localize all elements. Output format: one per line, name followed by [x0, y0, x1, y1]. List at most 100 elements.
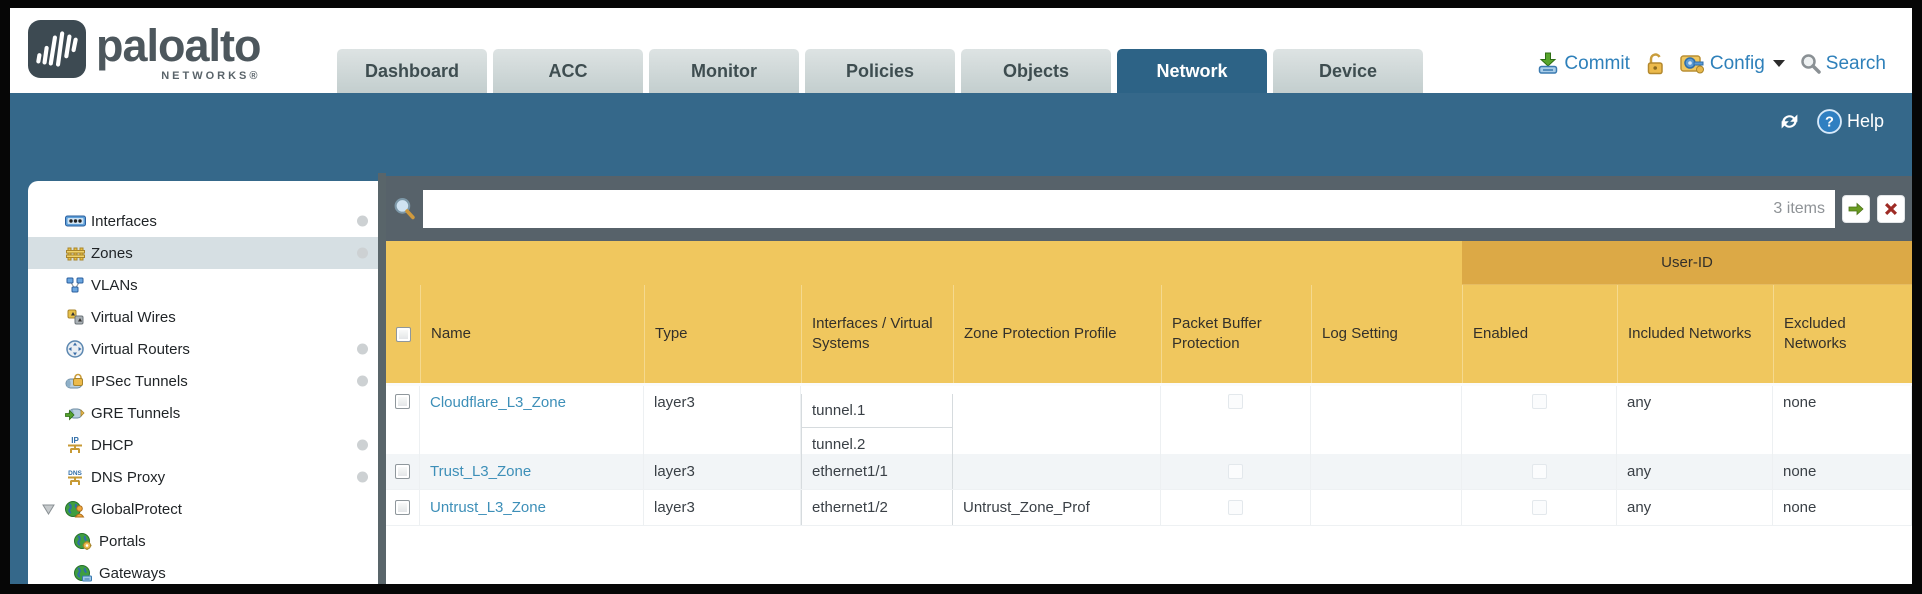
- table-header-row: Name Type Interfaces / Virtual Systems Z…: [386, 285, 1912, 386]
- vlans-icon: [64, 277, 86, 293]
- table-group-header: User-ID: [386, 241, 1912, 285]
- sidebar-item-label: Portals: [99, 532, 146, 550]
- column-header-name[interactable]: Name: [420, 285, 644, 383]
- item-dot: [357, 375, 368, 387]
- sidebar-item-label: Interfaces: [91, 212, 157, 230]
- brand-subtitle: NETWORKS®: [161, 70, 261, 82]
- sidebar-item-gre-tunnels[interactable]: GRE Tunnels: [28, 397, 378, 429]
- filter-input[interactable]: [423, 189, 1835, 228]
- lock-icon[interactable]: [1645, 52, 1665, 75]
- column-header-enabled[interactable]: Enabled: [1462, 285, 1617, 383]
- sidebar-item-gateways[interactable]: Gateways: [28, 557, 378, 584]
- filter-bar: 3 items: [386, 176, 1912, 241]
- tab-network[interactable]: Network: [1117, 49, 1267, 93]
- sidebar-item-portals[interactable]: Portals: [28, 525, 378, 557]
- tab-device[interactable]: Device: [1273, 49, 1423, 93]
- sidebar-item-label: DNS Proxy: [91, 468, 166, 486]
- sidebar-item-zones[interactable]: Zones: [28, 237, 378, 269]
- svg-text:?: ?: [1825, 115, 1834, 131]
- refresh-icon[interactable]: [1776, 108, 1803, 135]
- tab-dashboard[interactable]: Dashboard: [337, 49, 487, 93]
- item-dot: [357, 343, 368, 355]
- virtual-wires-icon: [64, 309, 86, 325]
- search-label: Search: [1825, 52, 1886, 74]
- tab-acc[interactable]: ACC: [493, 49, 643, 93]
- excluded-networks: none: [1773, 490, 1912, 525]
- column-header-packet-buffer-protection[interactable]: Packet Buffer Protection: [1161, 285, 1311, 383]
- header-utilities: Commit Config: [1537, 52, 1886, 75]
- virtual-routers-icon: [64, 340, 86, 358]
- dhcp-icon: IP: [64, 436, 86, 454]
- globalprotect-icon: [64, 500, 86, 518]
- select-all-cell: [386, 285, 420, 383]
- sidebar-item-virtual-wires[interactable]: Virtual Wires: [28, 301, 378, 333]
- included-networks: any: [1617, 386, 1773, 454]
- ipsec-tunnels-icon: [64, 373, 86, 389]
- zone-name-link[interactable]: Trust_L3_Zone: [430, 463, 532, 480]
- portals-icon: [72, 532, 94, 550]
- column-header-included-networks[interactable]: Included Networks: [1617, 285, 1773, 383]
- sidebar-item-interfaces[interactable]: Interfaces: [28, 205, 378, 237]
- top-header-bar: paloalto NETWORKS® Dashboard ACC Monitor…: [10, 8, 1912, 93]
- table-row: Trust_L3_Zone layer3 ethernet1/1 any non…: [386, 454, 1912, 490]
- tab-objects[interactable]: Objects: [961, 49, 1111, 93]
- sidebar-item-dhcp[interactable]: IP DHCP: [28, 429, 378, 461]
- included-networks: any: [1617, 454, 1773, 489]
- zone-name-link[interactable]: Cloudflare_L3_Zone: [430, 394, 566, 411]
- paloalto-logo: paloalto NETWORKS®: [28, 20, 262, 82]
- clear-filter-button[interactable]: [1877, 194, 1905, 223]
- included-networks: any: [1617, 490, 1773, 525]
- row-checkbox[interactable]: [395, 394, 410, 409]
- user-id-group-header: User-ID: [1462, 241, 1912, 285]
- config-menu-button[interactable]: Config: [1680, 52, 1785, 75]
- interface-value: ethernet1/1: [801, 454, 953, 489]
- svg-text:IP: IP: [71, 436, 79, 445]
- row-checkbox[interactable]: [395, 464, 410, 479]
- sidebar-item-dns-proxy[interactable]: DNS DNS Proxy: [28, 461, 378, 493]
- zones-icon: [64, 246, 86, 261]
- sidebar-item-vlans[interactable]: VLANs: [28, 269, 378, 301]
- global-search-button[interactable]: Search: [1800, 53, 1886, 75]
- sidebar-item-label: VLANs: [91, 276, 138, 294]
- item-dot: [357, 215, 368, 227]
- column-header-excluded-networks[interactable]: Excluded Networks: [1773, 285, 1912, 383]
- red-x-icon: [1885, 202, 1897, 215]
- help-label: Help: [1846, 111, 1884, 131]
- expand-caret-icon[interactable]: [42, 504, 55, 515]
- row-checkbox[interactable]: [395, 500, 410, 515]
- sidebar-item-label: Gateways: [99, 564, 166, 582]
- tab-policies[interactable]: Policies: [805, 49, 955, 93]
- sidebar-item-globalprotect[interactable]: GlobalProtect: [28, 493, 378, 525]
- tab-monitor[interactable]: Monitor: [649, 49, 799, 93]
- gateways-icon: [72, 564, 94, 582]
- help-button[interactable]: ? Help: [1817, 109, 1884, 134]
- interfaces-icon: [64, 214, 86, 228]
- zone-protection-profile: Untrust_Zone_Prof: [953, 490, 1161, 525]
- select-all-checkbox[interactable]: [395, 326, 411, 342]
- sidebar-item-label: Virtual Routers: [91, 340, 190, 358]
- column-header-type[interactable]: Type: [644, 285, 801, 383]
- dns-proxy-icon: DNS: [64, 468, 86, 486]
- sidebar-item-virtual-routers[interactable]: Virtual Routers: [28, 333, 378, 365]
- zone-name-link[interactable]: Untrust_L3_Zone: [430, 499, 546, 516]
- interface-value: tunnel.1: [801, 394, 953, 428]
- excluded-networks: none: [1773, 454, 1912, 489]
- sidebar-item-label: Zones: [91, 244, 133, 262]
- config-caret-icon: [1772, 60, 1785, 67]
- apply-filter-button[interactable]: [1842, 194, 1870, 223]
- interface-value: tunnel.2: [801, 428, 953, 454]
- green-arrow-icon: [1848, 202, 1864, 215]
- help-icon: ?: [1817, 109, 1842, 134]
- sidebar-item-ipsec-tunnels[interactable]: IPSec Tunnels: [28, 365, 378, 397]
- item-dot: [357, 247, 368, 259]
- commit-button[interactable]: Commit: [1537, 52, 1630, 75]
- column-header-interfaces[interactable]: Interfaces / Virtual Systems: [801, 285, 953, 383]
- sidebar-item-label: Virtual Wires: [91, 308, 176, 326]
- filter-search-icon: [394, 198, 415, 220]
- sidebar-item-label: IPSec Tunnels: [91, 372, 188, 390]
- commit-label: Commit: [1564, 52, 1630, 74]
- column-header-log-setting[interactable]: Log Setting: [1311, 285, 1462, 383]
- column-header-zone-protection-profile[interactable]: Zone Protection Profile: [953, 285, 1161, 383]
- user-id-enabled-checkbox: [1531, 394, 1547, 409]
